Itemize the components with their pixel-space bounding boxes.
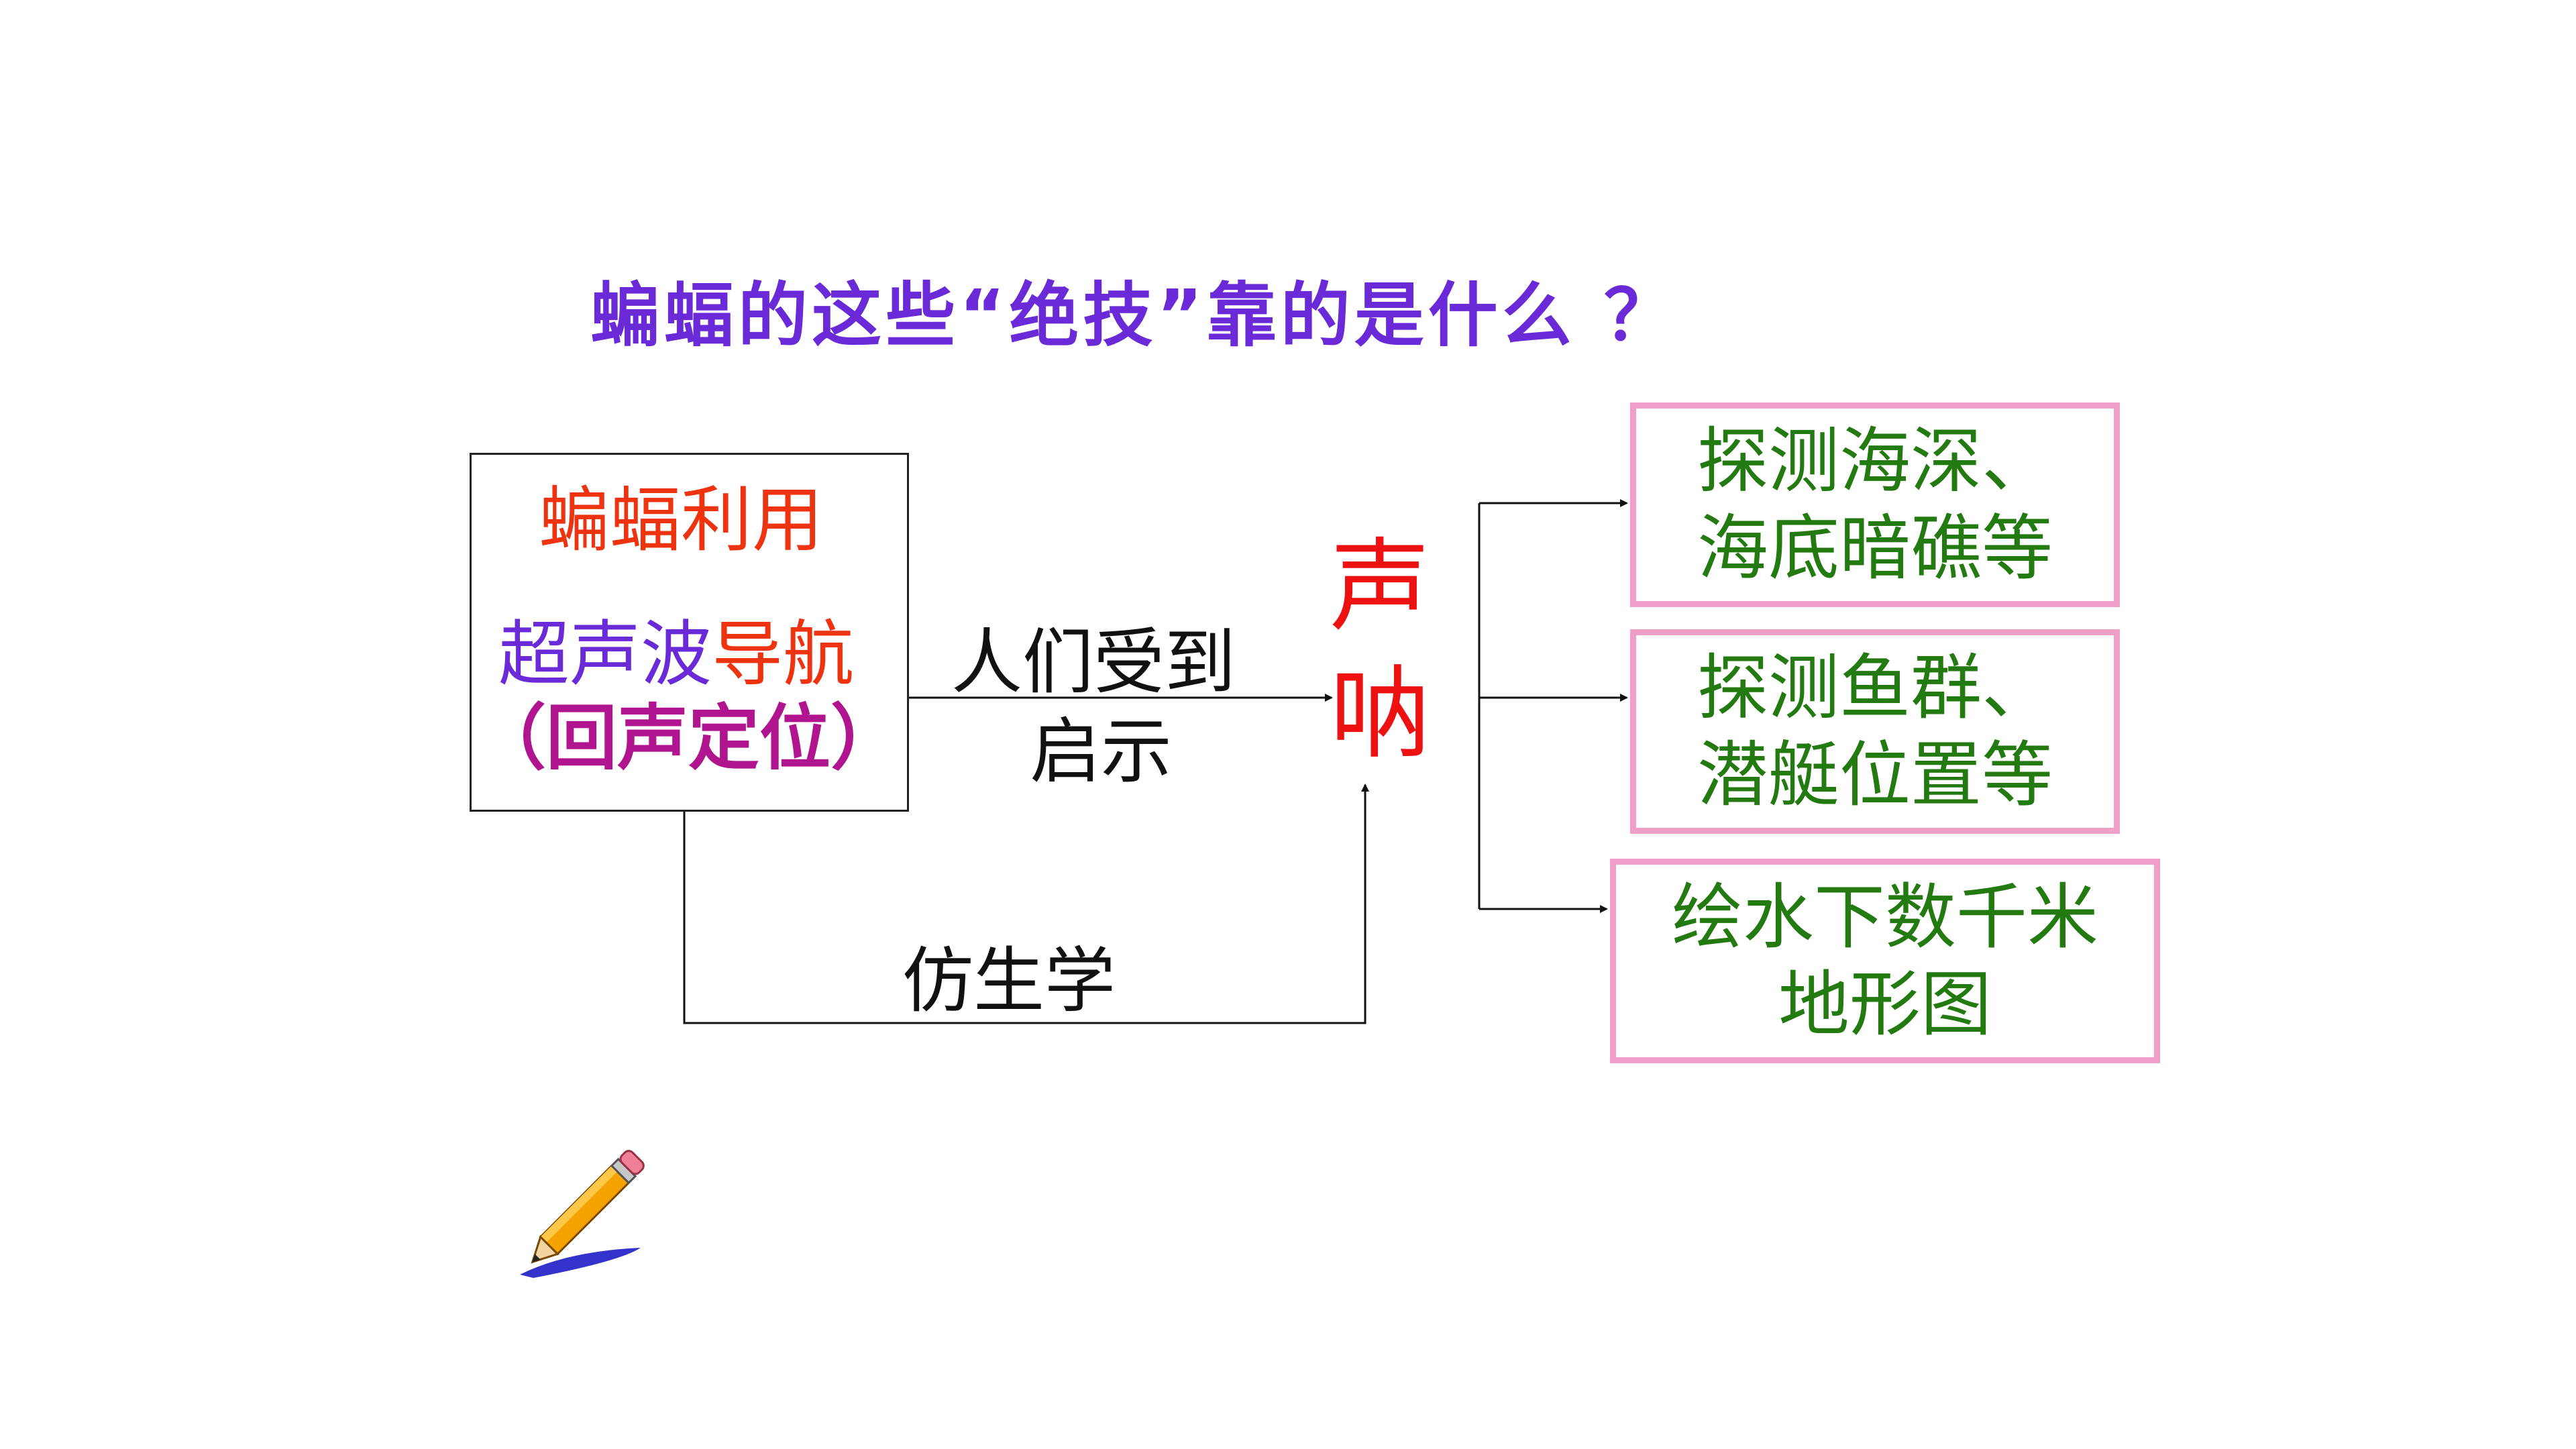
sonar-char-1: 声 <box>1330 529 1431 645</box>
application-box-3: 绘水下数千米 地形图 <box>1610 859 2160 1063</box>
application-1-line-1: 探测海深、 <box>1697 419 2053 502</box>
application-2-line-2: 潜艇位置等 <box>1697 733 2053 816</box>
source-line-1: 蝙蝠利用 <box>539 479 823 561</box>
application-box-1: 探测海深、 海底暗礁等 <box>1630 402 2120 607</box>
source-line-3: （回声定位） <box>475 697 902 780</box>
application-1-line-2: 海底暗礁等 <box>1697 506 2053 590</box>
bionics-path <box>683 784 1369 1024</box>
slide-title: 蝙蝠的这些“绝技”靠的是什么 ？ <box>590 274 1678 356</box>
navigation-text: 导航 <box>712 613 854 696</box>
application-2-line-1: 探测鱼群、 <box>1697 646 2053 729</box>
inspiration-label-2: 启示 <box>1030 710 1172 793</box>
application-3-line-1: 绘水下数千米 <box>1672 875 2098 959</box>
bionics-label: 仿生学 <box>902 940 1116 1022</box>
inspiration-label-1: 人们受到 <box>951 621 1236 704</box>
application-box-2: 探测鱼群、 潜艇位置等 <box>1630 629 2120 834</box>
application-3-line-2: 地形图 <box>1778 963 1992 1046</box>
source-line-2: 超声波导航 <box>498 619 854 690</box>
pencil-icon[interactable] <box>506 1134 667 1288</box>
sonar-char-2: 呐 <box>1330 656 1431 773</box>
ultrasound-text: 超声波 <box>498 613 712 696</box>
source-box: 蝙蝠利用 超声波导航 （回声定位） <box>470 453 909 812</box>
